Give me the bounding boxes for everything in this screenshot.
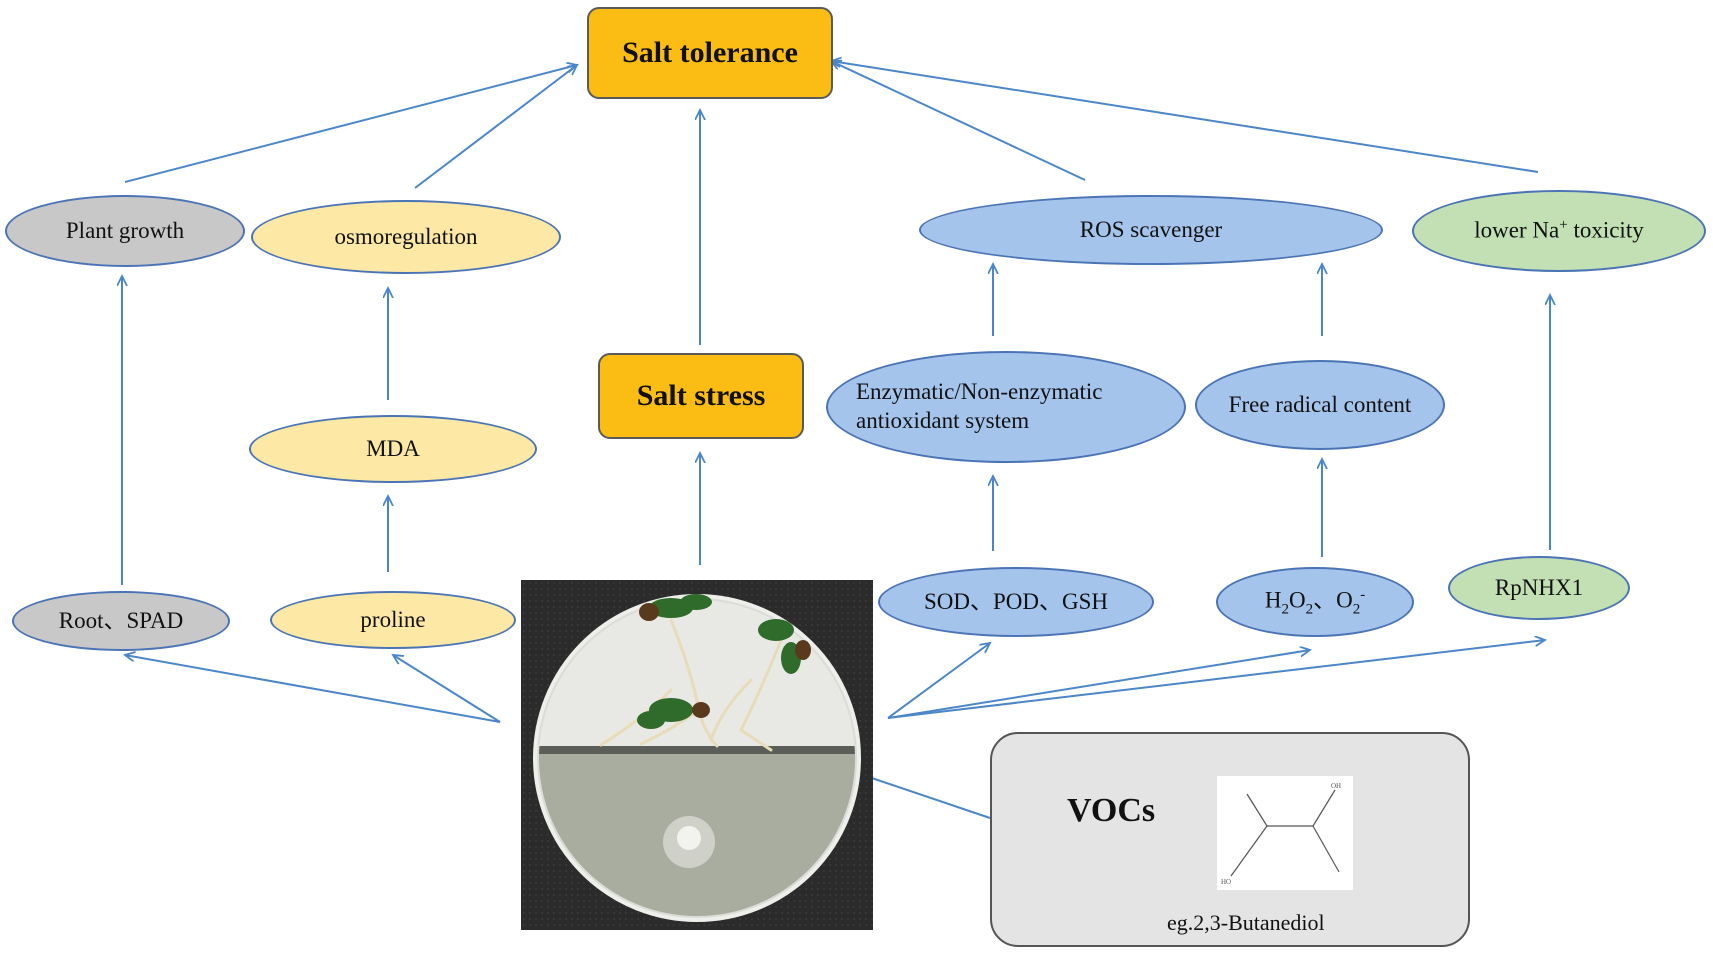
vocs-title: VOCs <box>1067 792 1156 829</box>
arrow-lowerna-to-tolerance <box>831 61 1539 173</box>
oh-label-bottom: HO <box>1221 878 1231 886</box>
proline-label: proline <box>360 606 426 632</box>
plant-growth-node: Plant growth <box>5 195 245 267</box>
oh-label-top: OH <box>1331 782 1341 790</box>
ros-scavenger-label: ROS scavenger <box>1079 216 1223 242</box>
mda-node: MDA <box>249 415 537 483</box>
arrow-photo-to-rpnhx1 <box>887 640 1545 719</box>
lower-na-toxicity-label: lower Na+ toxicity <box>1474 217 1644 243</box>
arrow-osmoregulation-to-tolerance <box>414 65 577 189</box>
salt-tolerance-label: Salt tolerance <box>622 36 798 70</box>
salt-stress-label: Salt stress <box>636 379 766 413</box>
petri-dish-photo <box>521 580 873 930</box>
arrow-plantgrowth-to-tolerance <box>124 65 577 183</box>
rpnhx1-label: RpNHX1 <box>1494 574 1584 600</box>
arrow-photo-to-root <box>125 655 501 723</box>
arrow-photo-to-h2o2 <box>887 650 1310 719</box>
h2o2-o2-label: H2O2、O2- <box>1264 586 1366 617</box>
osmoregulation-node: osmoregulation <box>251 200 561 274</box>
arrow-photo-to-sod <box>887 643 990 719</box>
sod-pod-gsh-label: SOD、POD、GSH <box>923 588 1109 614</box>
vocs-caption: eg.2,3-Butanediol <box>1167 910 1325 935</box>
butanediol-structure: OH HO <box>1217 776 1353 890</box>
root-spad-label: Root、SPAD <box>58 607 184 633</box>
vocs-callout: VOCs OH HO eg.2,3-Butanediol <box>990 732 1470 947</box>
proline-node: proline <box>270 591 516 649</box>
free-radical-label: Free radical content <box>1228 391 1412 417</box>
lower-na-toxicity-node: lower Na+ toxicity <box>1412 190 1706 272</box>
root-spad-node: Root、SPAD <box>12 591 230 651</box>
salt-stress-box: Salt stress <box>598 353 804 439</box>
salt-tolerance-box: Salt tolerance <box>587 7 833 99</box>
ros-scavenger-node: ROS scavenger <box>919 195 1383 265</box>
h2o2-o2-node: H2O2、O2- <box>1216 567 1414 637</box>
arrow-photo-to-proline <box>393 655 501 723</box>
free-radical-node: Free radical content <box>1195 360 1445 450</box>
sod-pod-gsh-node: SOD、POD、GSH <box>878 567 1154 637</box>
rpnhx1-node: RpNHX1 <box>1448 556 1630 620</box>
osmoregulation-label: osmoregulation <box>334 223 478 249</box>
plant-growth-label: Plant growth <box>65 217 185 243</box>
mda-label: MDA <box>366 435 420 461</box>
arrow-ros-to-tolerance <box>831 61 1086 181</box>
